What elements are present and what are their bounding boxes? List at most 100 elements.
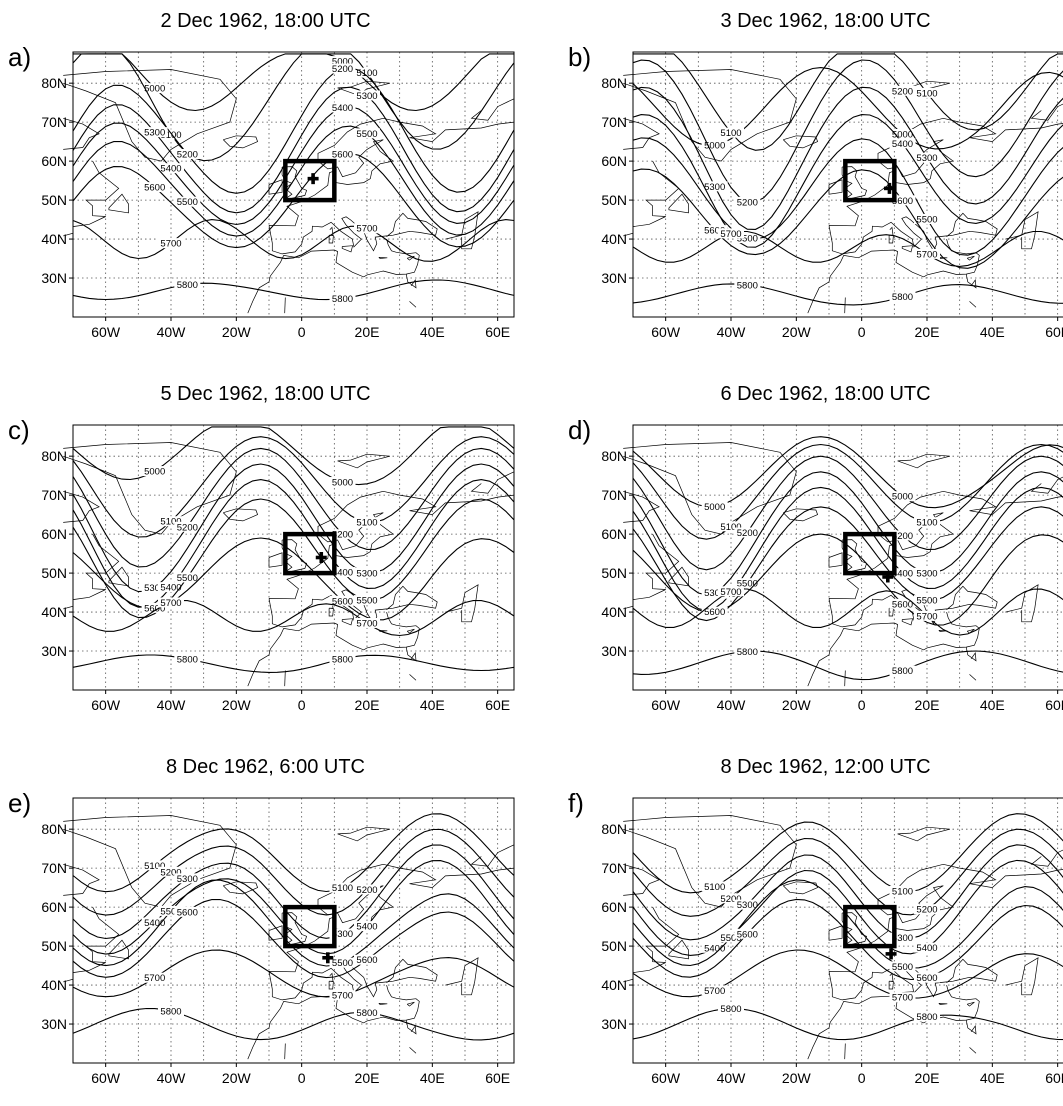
contour-label: 5100	[720, 128, 741, 139]
contour-label: 5300	[177, 874, 198, 885]
contour-label: 5200	[916, 905, 937, 916]
y-tick-label: 40N	[41, 604, 67, 620]
height-contour	[633, 87, 1063, 229]
coastline	[269, 491, 514, 599]
coastline	[269, 118, 514, 226]
x-tick-label: 60W	[91, 1070, 121, 1086]
contour-label: 5100	[356, 68, 377, 79]
height-contour	[73, 880, 514, 966]
contour-label: 5700	[720, 229, 741, 240]
coastline	[285, 1044, 286, 1060]
y-tick-label: 30N	[601, 270, 627, 286]
contour-label: 5800	[160, 1007, 181, 1018]
coastline	[223, 136, 257, 148]
x-tick-label: 40W	[717, 1070, 747, 1086]
height-contour	[633, 445, 1063, 540]
y-tick-label: 50N	[41, 565, 67, 581]
y-tick-label: 60N	[601, 153, 627, 169]
contour-label: 5600	[704, 607, 725, 618]
height-contour	[73, 655, 514, 672]
coastline	[342, 619, 352, 625]
height-contour	[633, 950, 1063, 998]
height-contour	[73, 845, 514, 939]
coastline	[902, 619, 912, 625]
coastline	[829, 926, 842, 940]
contour-label: 5800	[737, 280, 758, 291]
contour-label: 5200	[177, 522, 198, 533]
coastline	[1032, 472, 1063, 493]
contour-label: 5500	[177, 197, 198, 208]
coastline	[223, 882, 257, 894]
x-tick-label: 60E	[485, 324, 510, 340]
contour-label: 5600	[356, 955, 377, 966]
coastline	[889, 227, 893, 235]
coastline	[623, 864, 659, 895]
contour-label: 5000	[892, 492, 913, 503]
coastline	[338, 454, 390, 468]
coastline	[889, 973, 893, 981]
coastline	[970, 674, 977, 680]
contour-label: 5700	[160, 239, 181, 250]
x-tick-label: 0	[298, 697, 306, 713]
contour-label: 5400	[916, 943, 937, 954]
x-tick-label: 20W	[782, 1070, 812, 1086]
x-tick-label: 60E	[1045, 1070, 1063, 1086]
coastline	[845, 671, 846, 687]
height-contour	[633, 138, 1063, 255]
contour-label: 5700	[720, 587, 741, 598]
height-contour	[73, 107, 514, 225]
contour-label: 5100	[916, 518, 937, 529]
contour-label: 5300	[916, 153, 937, 164]
y-tick-label: 60N	[41, 899, 67, 915]
coastline	[445, 585, 478, 622]
contour-label: 5600	[737, 929, 758, 940]
x-tick-label: 60E	[1045, 697, 1063, 713]
y-tick-label: 80N	[41, 75, 67, 91]
x-tick-label: 40W	[157, 697, 187, 713]
height-contour	[73, 427, 514, 485]
coastline	[269, 213, 437, 254]
coastline	[898, 454, 950, 468]
contour-label: 5800	[737, 647, 758, 658]
y-tick-label: 60N	[601, 899, 627, 915]
coastline	[63, 118, 99, 149]
contour-map: 5000500051005100520052005300530054005400…	[0, 0, 531, 360]
y-tick-label: 40N	[601, 604, 627, 620]
contour-label: 5000	[704, 141, 725, 152]
cross-marker-v	[888, 183, 892, 194]
height-contour	[73, 448, 514, 567]
coastline	[269, 586, 437, 627]
coastline	[379, 257, 388, 258]
height-contour	[633, 232, 1063, 267]
contour-label: 5700	[144, 973, 165, 984]
contour-label: 5700	[892, 993, 913, 1004]
contour-label: 5800	[332, 294, 353, 305]
height-contour	[633, 456, 1063, 570]
contour-label: 5100	[916, 88, 937, 99]
contour-label: 5100	[356, 518, 377, 529]
contour-label: 5500	[356, 596, 377, 607]
height-contour	[73, 480, 514, 608]
contour-label: 5700	[332, 991, 353, 1002]
y-tick-label: 30N	[41, 643, 67, 659]
y-tick-label: 40N	[41, 977, 67, 993]
contour-label: 5500	[916, 596, 937, 607]
contour-label: 5600	[144, 183, 165, 194]
coastline	[669, 194, 689, 213]
coastline	[967, 256, 974, 260]
coastline	[269, 553, 282, 567]
contour-label: 5400	[160, 583, 181, 594]
x-tick-label: 0	[298, 324, 306, 340]
contour-label: 5000	[704, 502, 725, 513]
height-contour	[633, 115, 1063, 248]
x-tick-label: 0	[298, 1070, 306, 1086]
x-tick-label: 60W	[91, 324, 121, 340]
y-tick-label: 40N	[601, 231, 627, 247]
contour-label: 5000	[332, 478, 353, 489]
contour-label: 5000	[144, 467, 165, 478]
y-tick-label: 70N	[41, 114, 67, 130]
y-tick-label: 50N	[601, 938, 627, 954]
x-tick-label: 20W	[222, 324, 252, 340]
contour-label: 5600	[177, 907, 198, 918]
